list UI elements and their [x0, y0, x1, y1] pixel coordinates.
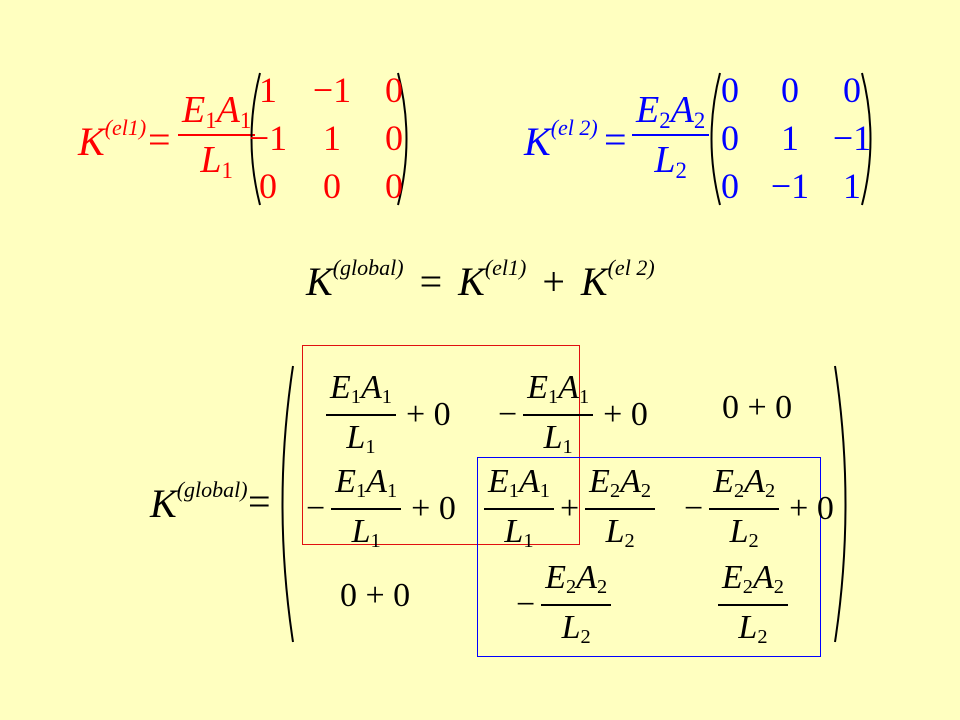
matrix-cell: 1 — [259, 70, 277, 110]
left-paren-icon — [281, 365, 294, 643]
matrix-cell: −1 — [770, 166, 810, 206]
matrix-cell: 0 — [323, 166, 341, 206]
matrix-cell: 0 — [721, 70, 739, 110]
global-sum-equation: K(global) = K(el1) + K(el 2) — [306, 255, 655, 304]
matrix-cell: 0 — [843, 70, 861, 110]
equals-sign: = — [148, 117, 171, 162]
matrix-cell: 0 — [721, 166, 739, 206]
right-paren-icon — [397, 72, 408, 206]
matrix-cell: −1 — [832, 118, 872, 158]
element2-highlight-box — [477, 457, 821, 657]
matrix-cell: 0 — [385, 118, 403, 158]
element1-highlight-box — [302, 345, 580, 545]
global-cell-13: 0 + 0 — [722, 389, 793, 426]
matrix-cell: 0 — [259, 166, 277, 206]
equals-sign: = — [248, 479, 271, 524]
global-cell-31: 0 + 0 — [340, 577, 411, 614]
matrix-cell: 1 — [843, 166, 861, 206]
equals-sign: = — [604, 117, 627, 162]
left-paren-icon — [710, 72, 721, 206]
matrix-cell: 0 — [721, 118, 739, 158]
right-paren-icon — [861, 72, 872, 206]
k-el1-symbol: K(el1) — [78, 115, 147, 164]
matrix-cell: 0 — [781, 70, 799, 110]
k-el2-symbol: K(el 2) — [524, 115, 598, 164]
matrix-cell: −1 — [312, 70, 352, 110]
matrix-cell: 1 — [781, 118, 799, 158]
coefficient-ea1-l1: E1A1 L1 — [178, 88, 256, 183]
matrix-cell: 0 — [385, 70, 403, 110]
matrix-cell: −1 — [248, 118, 288, 158]
right-paren-icon — [834, 365, 847, 643]
element1-stiffness: K(el1) = E1A1 L1 1 −1 0 −1 1 0 0 0 0 — [78, 70, 438, 210]
matrix-cell: 0 — [385, 166, 403, 206]
matrix-cell: 1 — [323, 118, 341, 158]
element2-stiffness: K(el 2) = E2A2 L2 0 0 0 0 1 −1 0 −1 1 — [524, 70, 884, 210]
left-paren-icon — [250, 72, 261, 206]
k-global-symbol: K(global) — [150, 477, 248, 526]
coefficient-ea2-l2: E2A2 L2 — [632, 88, 710, 183]
